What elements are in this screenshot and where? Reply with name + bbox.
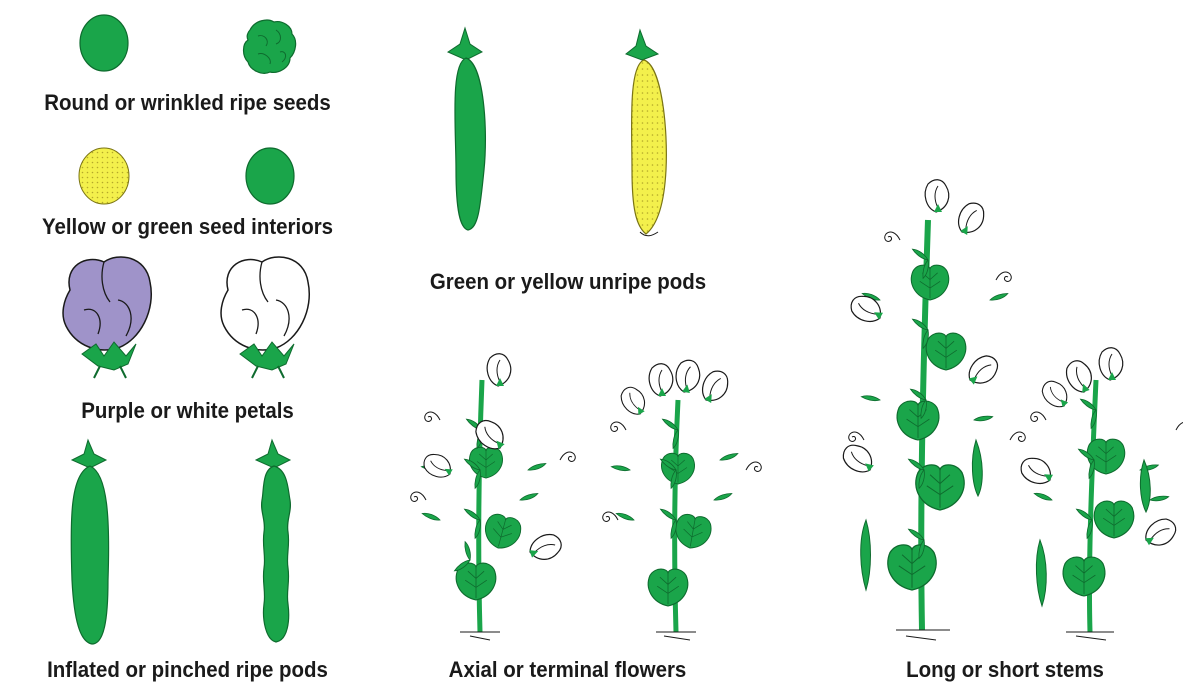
- label-seed-shape: Round or wrinkled ripe seeds: [13, 89, 362, 117]
- purple-flower-icon: [63, 257, 151, 378]
- green-pod-icon: [448, 28, 485, 230]
- wrinkled-seed-icon: [244, 20, 296, 73]
- label-ripe-pod-shape: Inflated or pinched ripe pods: [13, 656, 362, 684]
- round-seed-icon: [80, 15, 128, 71]
- yellow-seed-icon: [79, 148, 129, 204]
- axial-flower-plant-icon: [411, 354, 575, 640]
- label-petal-color: Purple or white petals: [13, 397, 362, 425]
- yellow-pod-icon: [626, 30, 666, 236]
- green-seed-icon: [246, 148, 294, 204]
- inflated-pod-icon: [71, 440, 108, 644]
- label-unripe-pod-color: Green or yellow unripe pods: [401, 268, 736, 296]
- label-seed-color: Yellow or green seed interiors: [13, 213, 362, 241]
- terminal-flower-plant-icon: [603, 358, 761, 640]
- white-flower-icon: [221, 257, 309, 378]
- pinched-pod-icon: [256, 440, 290, 642]
- label-stem-length: Long or short stems: [866, 656, 1145, 684]
- short-stem-plant-icon: [1017, 348, 1183, 640]
- long-stem-plant-icon: [838, 180, 1025, 640]
- label-flower-position: Axial or terminal flowers: [407, 656, 728, 684]
